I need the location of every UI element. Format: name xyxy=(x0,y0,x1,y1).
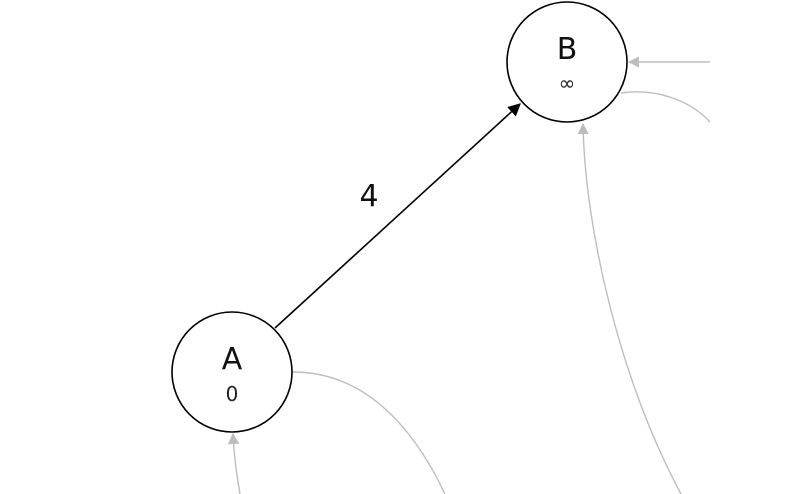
edge-a-b: 4 xyxy=(274,103,521,329)
node-a-circle xyxy=(171,311,293,433)
edge-a-b-line xyxy=(274,103,521,329)
faded-edge-into-b-bottom xyxy=(577,122,682,494)
node-b[interactable]: B ∞ xyxy=(506,1,628,123)
faded-edge-out-a-right xyxy=(292,371,446,494)
faded-edge-into-a-bottom xyxy=(227,432,241,494)
node-b-circle xyxy=(506,1,628,123)
faded-edge-out-b-right xyxy=(620,91,711,123)
node-a[interactable]: A 0 xyxy=(171,311,293,433)
edge-a-b-weight: 4 xyxy=(359,179,378,214)
node-b-label: B xyxy=(557,32,578,67)
node-b-distance: ∞ xyxy=(559,71,576,95)
node-a-distance: 0 xyxy=(226,382,239,406)
node-a-label: A xyxy=(222,342,243,377)
